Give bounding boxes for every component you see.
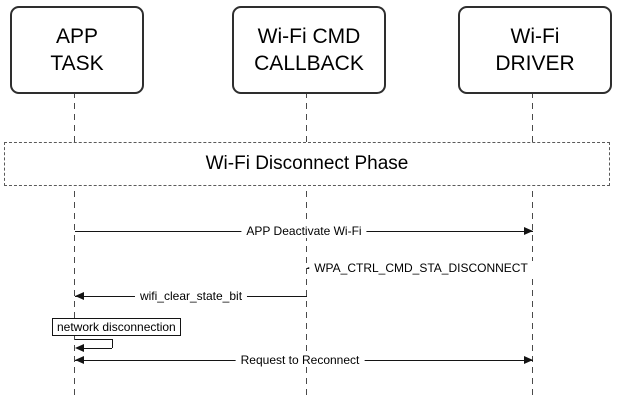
arrowhead-right-icon — [524, 227, 533, 235]
self-message-right-segment — [112, 339, 113, 348]
lifeline-wifi-driver — [532, 92, 533, 400]
lifeline-app-task — [74, 92, 75, 400]
lifeline-wifi-cmd-callback — [306, 92, 307, 400]
actor-label: CALLBACK — [254, 52, 364, 75]
arrowhead-left-icon — [75, 356, 84, 364]
message-label: WPA_CTRL_CMD_STA_DISCONNECT — [309, 261, 533, 275]
arrowhead-right-icon — [524, 356, 533, 364]
phase-label: Wi-Fi Disconnect Phase — [205, 153, 409, 174]
actor-wifi-driver: Wi-Fi DRIVER — [458, 6, 612, 94]
actor-label: Wi-Fi CMD — [257, 24, 361, 48]
self-message-label: network disconnection — [52, 318, 181, 336]
message-label: wifi_clear_state_bit — [134, 289, 248, 303]
self-message-top-segment — [75, 339, 112, 340]
phase-box: Wi-Fi Disconnect Phase — [4, 142, 610, 186]
arrowhead-left-icon — [75, 292, 84, 300]
actor-label: DRIVER — [495, 52, 575, 75]
actor-label: Wi-Fi — [510, 24, 560, 48]
message-label: APP Deactivate Wi-Fi — [241, 224, 367, 238]
self-message-bottom-segment — [82, 348, 112, 349]
actor-label: APP — [55, 24, 99, 48]
message-label: Request to Reconnect — [235, 353, 365, 367]
actor-wifi-cmd-callback: Wi-Fi CMD CALLBACK — [232, 6, 386, 94]
arrowhead-left-icon — [75, 344, 84, 352]
actor-app-task: APP TASK — [10, 6, 144, 94]
actor-label: TASK — [50, 52, 104, 75]
